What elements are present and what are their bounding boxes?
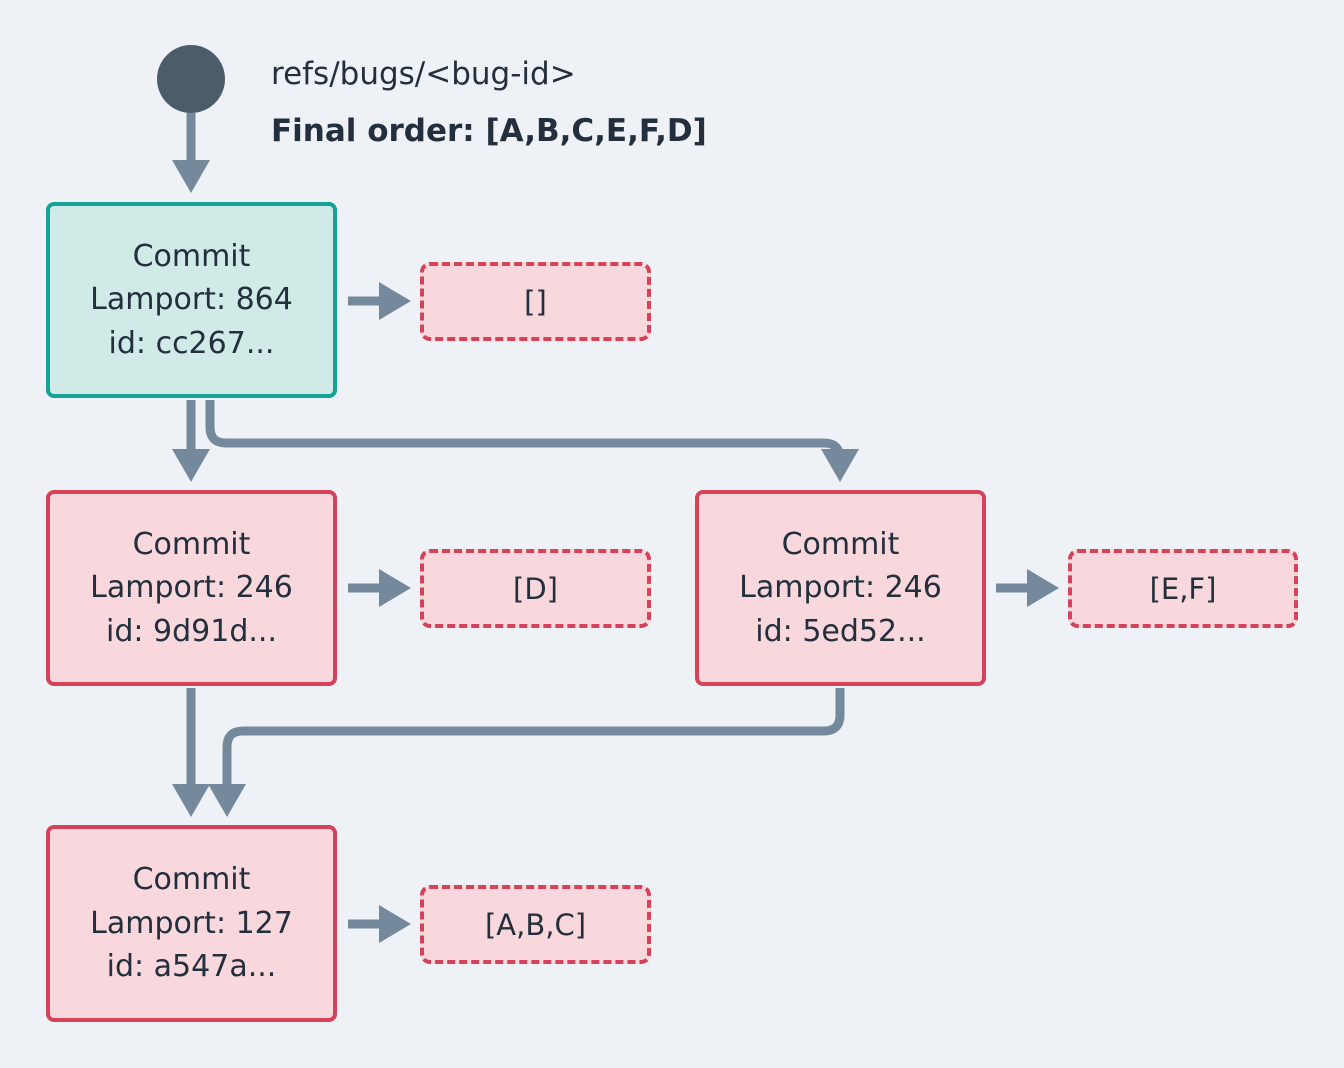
commit-node-5ed52[interactable]: Commit Lamport: 246 id: 5ed52...	[695, 490, 986, 686]
edge-cc267-to-9d91d	[172, 400, 210, 482]
ops-box-9d91d[interactable]: [D]	[420, 549, 651, 628]
commit-node-id: id: a547a...	[106, 949, 277, 985]
commit-node-id: id: cc267...	[108, 325, 275, 361]
edge-9d91d-to-ops	[348, 569, 411, 607]
commit-node-title: Commit	[132, 862, 251, 898]
edge-5ed52-to-ops	[996, 569, 1059, 607]
commit-node-lamport: Lamport: 864	[90, 282, 293, 318]
commit-node-id: id: 5ed52...	[755, 613, 926, 649]
edge-9d91d-to-a547a	[172, 688, 210, 817]
commit-node-lamport: Lamport: 246	[90, 570, 293, 606]
edge-root-to-cc267	[172, 113, 210, 193]
edge-a547a-to-ops	[348, 905, 411, 943]
ops-box-cc267[interactable]: []	[420, 262, 651, 341]
commit-node-lamport: Lamport: 246	[739, 570, 942, 606]
edge-cc267-to-ops	[348, 282, 411, 320]
commit-node-lamport: Lamport: 127	[90, 905, 293, 941]
commit-node-title: Commit	[132, 238, 251, 274]
root-node-circle[interactable]	[157, 45, 225, 113]
final-order-label: Final order: [A,B,C,E,F,D]	[271, 113, 707, 149]
commit-node-title: Commit	[132, 526, 251, 562]
edge-5ed52-to-a547a	[208, 688, 845, 817]
commit-node-cc267[interactable]: Commit Lamport: 864 id: cc267...	[46, 202, 337, 398]
commit-node-a547a[interactable]: Commit Lamport: 127 id: a547a...	[46, 825, 337, 1022]
commit-node-9d91d[interactable]: Commit Lamport: 246 id: 9d91d...	[46, 490, 337, 686]
ops-box-a547a[interactable]: [A,B,C]	[420, 885, 651, 964]
ops-box-5ed52[interactable]: [E,F]	[1068, 549, 1298, 628]
commit-node-title: Commit	[781, 526, 900, 562]
commit-node-id: id: 9d91d...	[106, 613, 277, 649]
edge-cc267-to-5ed52	[205, 400, 859, 482]
ref-path-label: refs/bugs/<bug-id>	[271, 56, 576, 92]
